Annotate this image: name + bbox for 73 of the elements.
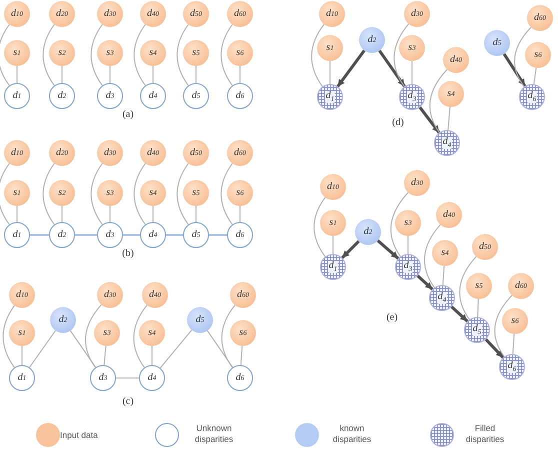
filled-disparity-node: d$_{3}$ — [395, 254, 421, 280]
connector-line — [448, 106, 450, 131]
panel-label: (b) — [122, 248, 134, 259]
connector-line — [29, 330, 56, 368]
filled-disparity-node: d$_{4}$ — [434, 130, 460, 156]
filled-disparity-node: d$_{3}$ — [399, 84, 425, 110]
arrow — [484, 338, 504, 359]
curved-line — [459, 256, 477, 320]
connector-line — [206, 330, 234, 368]
curved-line — [494, 294, 512, 358]
curved-line — [220, 24, 233, 86]
connector-line — [240, 345, 243, 366]
arrow — [336, 50, 366, 88]
curved-line — [424, 224, 441, 288]
connector-line — [152, 206, 154, 222]
connector-line — [152, 66, 154, 84]
panel-label: (e) — [386, 312, 398, 323]
connector-line — [75, 234, 97, 236]
filled-disparity-node: d$_{1}$ — [320, 254, 346, 280]
curved-line — [90, 163, 103, 225]
curved-line — [429, 68, 448, 133]
arrow — [376, 239, 400, 260]
arrow — [450, 306, 468, 322]
curved-line — [390, 192, 409, 257]
curved-line — [0, 163, 10, 225]
curved-line — [221, 304, 236, 368]
curved-line — [176, 24, 189, 86]
curved-line — [90, 24, 103, 86]
connector-line — [512, 333, 515, 355]
connector-line — [332, 236, 334, 254]
arrow — [418, 106, 440, 134]
connector-line — [533, 67, 537, 85]
curved-line — [133, 304, 148, 368]
filled-disparity-node: d$_{4}$ — [429, 285, 455, 311]
filled-disparity-node: d$_{6}$ — [499, 354, 525, 380]
curved-line — [85, 304, 102, 368]
connector-line — [209, 234, 227, 236]
connector-line — [30, 234, 49, 236]
connector-line — [70, 330, 96, 368]
legend-label: known disparities — [332, 423, 372, 444]
connector-line — [16, 206, 18, 222]
curved-line — [311, 24, 325, 87]
panel-label: (d) — [392, 117, 404, 128]
connector-line — [160, 330, 192, 368]
connector-line — [104, 345, 106, 366]
connector-line — [477, 298, 479, 318]
connector-line — [442, 265, 445, 286]
panel-label: (a) — [122, 109, 134, 120]
legend-label: Unknown disparities — [194, 423, 234, 444]
curved-line — [176, 163, 189, 225]
legend-label: Input data — [60, 430, 99, 441]
curved-line — [42, 163, 55, 225]
arrow — [416, 274, 434, 290]
panel-label: (c) — [122, 396, 134, 407]
curved-line — [42, 24, 55, 86]
arrow — [341, 240, 360, 259]
filled-disparity-node: d$_{1}$ — [317, 84, 343, 110]
arrow — [502, 53, 526, 87]
curved-line — [394, 23, 410, 87]
arrow — [378, 50, 406, 88]
curved-line — [514, 26, 532, 88]
curved-line — [134, 24, 146, 86]
curved-line — [0, 24, 10, 86]
connector-line — [123, 234, 140, 236]
curved-line — [220, 163, 233, 225]
filled-disparity-node: d$_{5}$ — [464, 317, 490, 343]
legend-label: Filled disparities — [464, 423, 506, 444]
curved-line — [134, 163, 146, 225]
connector-line — [166, 234, 183, 236]
filled-disparity-node: d$_{6}$ — [519, 84, 545, 110]
connector-line — [16, 66, 18, 84]
curved-line — [2, 305, 15, 368]
curved-line — [314, 196, 326, 258]
